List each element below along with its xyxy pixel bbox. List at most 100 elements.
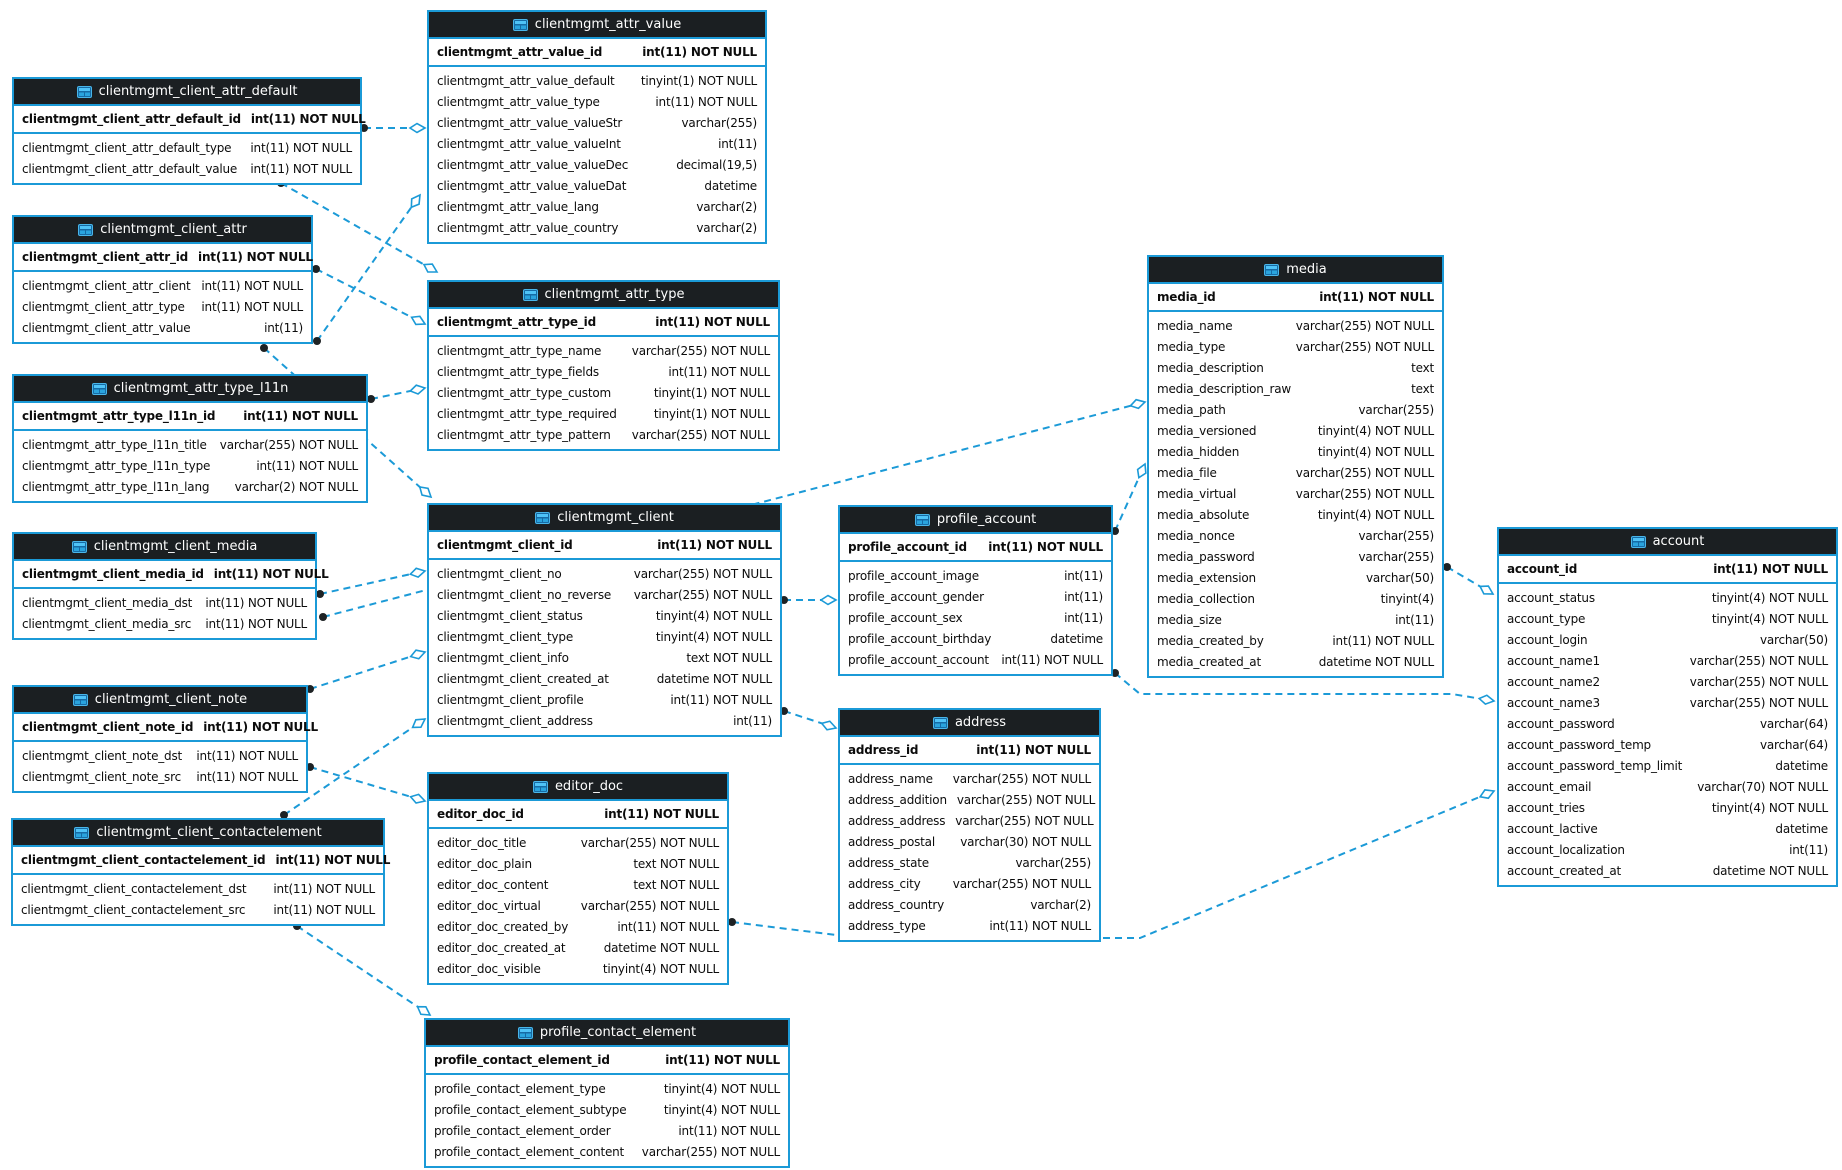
table-header[interactable]: profile_contact_element xyxy=(426,1020,788,1047)
relationship-connector-clientmgmt_client_attr_default-clientmgmt_attr_value[interactable] xyxy=(360,122,427,134)
table-header[interactable]: clientmgmt_client_attr xyxy=(14,217,311,244)
relationship-connector-profile_account-account[interactable] xyxy=(1111,669,1496,706)
relationship-connector-clientmgmt_client_contactelement-clientmgmt_client[interactable] xyxy=(280,715,428,819)
relationship-line[interactable] xyxy=(316,194,421,342)
relationship-line[interactable] xyxy=(370,387,426,400)
relationship-connector-clientmgmt_client_media-clientmgmt_client[interactable] xyxy=(316,567,427,598)
relationship-connector-clientmgmt_client-profile_account[interactable] xyxy=(780,594,838,606)
relationship-line[interactable] xyxy=(309,766,426,802)
relationship-line[interactable] xyxy=(296,925,431,1016)
table-header[interactable]: address xyxy=(840,710,1099,737)
table-header[interactable]: media xyxy=(1149,257,1442,284)
relationship-line[interactable] xyxy=(280,182,438,273)
relationship-connector-clientmgmt_client_note-editor_doc[interactable] xyxy=(306,763,427,805)
relationship-line[interactable] xyxy=(283,718,426,816)
table-header[interactable]: profile_account xyxy=(840,507,1111,534)
relationship-line[interactable] xyxy=(315,268,426,325)
table-header[interactable]: editor_doc xyxy=(429,774,727,801)
relationship-connector-clientmgmt_client_attr-clientmgmt_attr_value[interactable] xyxy=(313,192,424,345)
table-header[interactable]: clientmgmt_client xyxy=(429,505,780,532)
relationship-line[interactable] xyxy=(783,710,837,729)
relationship-line[interactable] xyxy=(1114,672,1495,702)
relationship-line[interactable] xyxy=(309,651,426,690)
table-header[interactable]: clientmgmt_attr_type xyxy=(429,282,778,309)
relationship-connector-clientmgmt_client-address[interactable] xyxy=(780,707,838,732)
